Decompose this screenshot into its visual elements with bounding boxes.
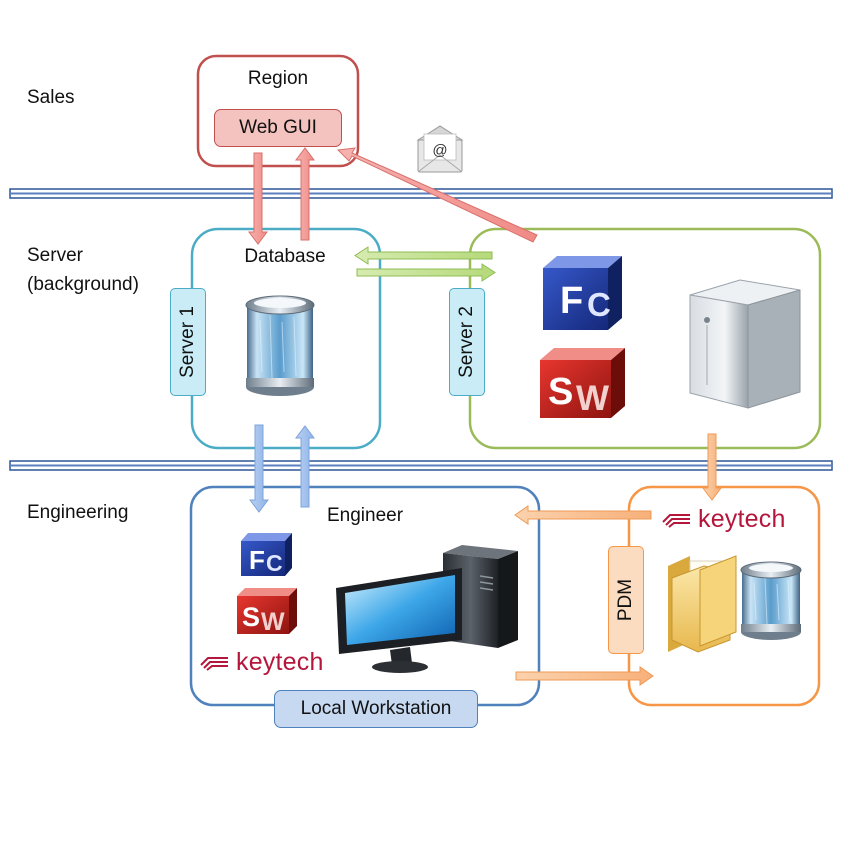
server1-label: Server 1 [170, 288, 206, 396]
keytech-logo-engineer: keytech [200, 648, 324, 677]
server-tower-icon [689, 279, 801, 409]
arrow-database-to-engineer [249, 424, 269, 513]
folder-icon [668, 555, 737, 653]
svg-text:F: F [560, 280, 583, 322]
svg-text:C: C [266, 550, 283, 576]
arrow-engineer-to-pdm [515, 666, 654, 686]
pdm-label: PDM [608, 546, 644, 654]
local-workstation-label: Local Workstation [274, 690, 478, 728]
server2-label: Server 2 [449, 288, 485, 396]
pdm-label-text: PDM [615, 578, 636, 622]
server1-label-text: Server 1 [177, 306, 198, 378]
engineer-title: Engineer [326, 505, 404, 526]
lane-label-engineering: Engineering [27, 502, 129, 523]
lane-label-server: Server (background) [27, 245, 139, 295]
arrow-server2-to-database [354, 246, 493, 265]
arrow-database-to-webgui [295, 147, 315, 241]
lane-divider-bottom [9, 460, 833, 471]
freecad-cube-icon-small: F C [241, 533, 292, 576]
region-title: Region [247, 68, 309, 89]
keytech-wave-icon [200, 656, 228, 671]
svg-text:S: S [548, 371, 573, 413]
solidworks-cube-icon-small: S W [237, 588, 297, 636]
arrow-server2-to-webgui [336, 147, 538, 243]
svg-text:C: C [587, 286, 611, 323]
svg-text:F: F [249, 545, 265, 575]
arrow-server2-to-pdm [702, 433, 722, 501]
lane-divider-top [9, 188, 833, 199]
pdm-database-icon [740, 561, 802, 640]
freecad-cube-icon: F C [543, 256, 622, 330]
arrow-webgui-to-database [248, 152, 268, 245]
svg-text:S: S [242, 602, 260, 632]
keytech-wave-icon [662, 513, 690, 528]
arrow-pdm-to-engineer [514, 505, 652, 525]
server2-label-text: Server 2 [456, 306, 477, 378]
svg-text:W: W [261, 608, 285, 636]
arrow-database-to-server2 [356, 263, 496, 282]
web-gui-button[interactable]: Web GUI [214, 109, 342, 147]
svg-text:@: @ [432, 142, 447, 159]
database-icon [245, 295, 315, 396]
database-title: Database [244, 246, 326, 267]
email-envelope-icon: @ [416, 125, 464, 173]
desktop-computer-icon [336, 545, 518, 673]
keytech-logo-text: keytech [236, 648, 324, 676]
solidworks-cube-icon: S W [540, 348, 625, 418]
svg-text:W: W [576, 379, 609, 418]
arrow-engineer-to-database [295, 425, 315, 508]
keytech-logo-pdm: keytech [662, 505, 786, 534]
lane-label-sales: Sales [27, 87, 75, 108]
keytech-logo-text: keytech [698, 505, 786, 533]
